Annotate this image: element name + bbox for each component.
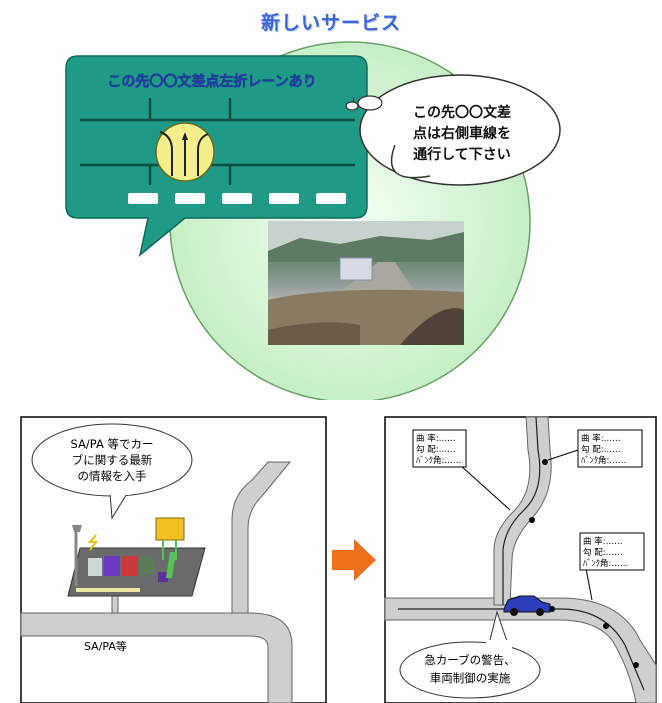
lane-indicator <box>128 193 158 204</box>
info-bubble-left: SA/PA 等でカー ブに関する最新 の情報を入手 <box>31 423 193 520</box>
lane-indicator <box>269 193 299 204</box>
curve-box-1-line-2: 勾 配:…… <box>416 444 456 455</box>
voice-bubble: この先〇〇文差 点は右側車線を 通行して下さい <box>345 74 561 186</box>
curve-box-3-line-3: ﾊﾞﾝｸ角:…… <box>583 558 628 569</box>
hud-banner-text: この先〇〇文差点左折レーンあり <box>107 73 316 90</box>
curve-info-box-2: 曲 率:…… 勾 配:…… ﾊﾞﾝｸ角:…… <box>577 429 643 468</box>
dashboard-photo <box>268 221 464 345</box>
curve-box-2-line-1: 曲 率:…… <box>581 433 621 444</box>
curve-info-box-1: 曲 率:…… 勾 配:…… ﾊﾞﾝｸ角:…… <box>412 429 467 468</box>
left-bubble-line-2: ブに関する最新 <box>72 453 153 467</box>
left-bubble-line-3: の情報を入手 <box>78 469 147 483</box>
warning-bubble-line-2: 車両制御の実施 <box>430 671 511 685</box>
hud-display-box <box>65 55 368 257</box>
voice-bubble-line-3: 通行して下さい <box>413 146 511 163</box>
sapa-label: SA/PA等 <box>84 639 127 653</box>
curve-info-box-3: 曲 率:…… 勾 配:…… ﾊﾞﾝｸ角:…… <box>579 532 645 571</box>
car-icon <box>503 595 551 616</box>
curve-box-3-line-1: 曲 率:…… <box>583 536 623 547</box>
warning-bubble: 急カーブの警告、 車両制御の実施 <box>399 610 541 699</box>
voice-bubble-line-2: 点は右側車線を <box>413 125 511 142</box>
curve-box-1-line-1: 曲 率:…… <box>416 433 456 444</box>
arrow-icon <box>332 539 376 581</box>
warning-bubble-line-1: 急カーブの警告、 <box>424 653 515 667</box>
voice-bubble-line-1: この先〇〇文差 <box>413 104 511 121</box>
hud-illustration: この先〇〇文差点左折レーンあり この先〇〇文差 点は右側車線を 通行して下さい <box>65 41 561 400</box>
curve-box-2-line-3: ﾊﾞﾝｸ角:…… <box>581 455 626 466</box>
left-bubble-line-1: SA/PA 等でカー <box>71 437 154 451</box>
curve-box-3-line-2: 勾 配:…… <box>583 547 623 558</box>
page-title: 新しいサービス <box>260 12 401 34</box>
lane-indicator <box>222 193 252 204</box>
map-panels: SA/PA 等でカー ブに関する最新 の情報を入手 SA/PA等 曲 率:…… … <box>20 416 657 703</box>
curve-box-1-line-3: ﾊﾞﾝｸ角:…… <box>416 455 461 466</box>
lane-indicator <box>316 193 346 204</box>
lane-indicator <box>175 193 205 204</box>
curve-box-2-line-2: 勾 配:…… <box>581 444 621 455</box>
